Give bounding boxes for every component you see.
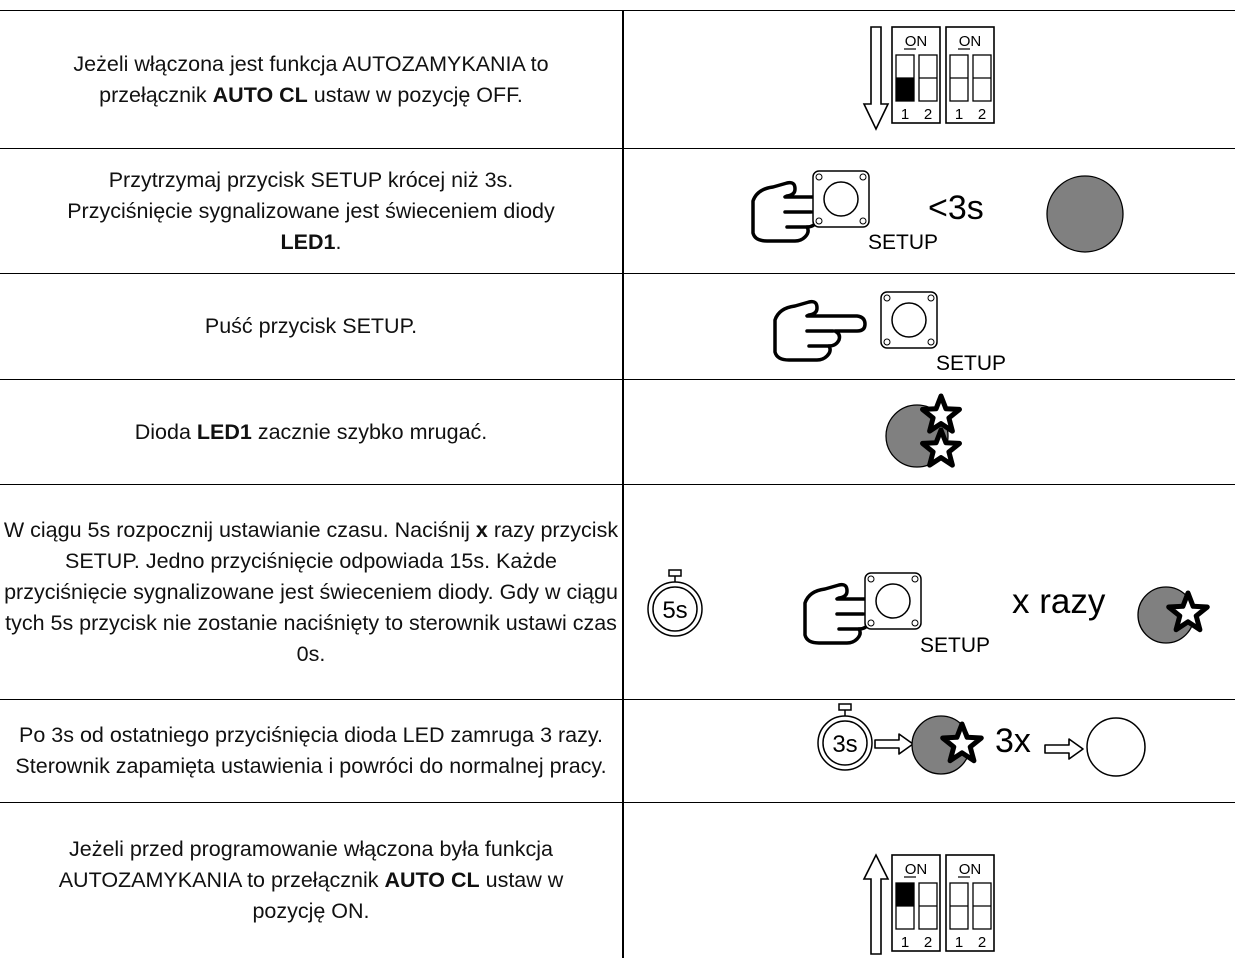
bold-term: AUTO CL bbox=[384, 868, 480, 892]
time-label: <3s bbox=[928, 189, 984, 227]
table-row: Po 3s od ostatniego przyciśnięcia dioda … bbox=[0, 699, 1235, 802]
led-off-icon bbox=[1086, 717, 1146, 777]
table-row: Przytrzymaj przycisk SETUP krócej niż 3s… bbox=[0, 148, 1235, 273]
table-row: Jeżeli włączona jest funkcja AUTOZAMYKAN… bbox=[0, 10, 1235, 148]
bold-term: AUTO CL bbox=[212, 82, 308, 107]
star-icon bbox=[920, 427, 962, 468]
instruction-text: Przytrzymaj przycisk SETUP krócej niż 3s… bbox=[0, 149, 622, 273]
instruction-text: W ciągu 5s rozpocznij ustawianie czasu. … bbox=[0, 485, 622, 699]
switch-on-label: ON bbox=[905, 861, 928, 878]
text-part: . bbox=[335, 229, 342, 254]
arrow-right-icon bbox=[874, 733, 914, 755]
switch-number: 1 bbox=[955, 106, 963, 123]
switch-number: 2 bbox=[924, 934, 932, 951]
text-part: ustaw w pozycję OFF. bbox=[307, 82, 523, 107]
column-divider bbox=[622, 10, 624, 958]
text-part: ustaw w pozycję ON. bbox=[252, 868, 564, 923]
illustration-svg: ON 1 2 ON bbox=[862, 26, 995, 131]
stopwatch-icon: 3s bbox=[817, 703, 873, 771]
table-row: W ciągu 5s rozpocznij ustawianie czasu. … bbox=[0, 484, 1235, 699]
illustration: SETUP <3s bbox=[623, 149, 1235, 273]
times-label: x razy bbox=[1012, 582, 1106, 621]
arrow-up-icon bbox=[862, 853, 890, 955]
setup-button-icon bbox=[812, 170, 870, 228]
instruction-table: Jeżeli włączona jest funkcja AUTOZAMYKAN… bbox=[0, 10, 1235, 958]
text-part: Puść przycisk SETUP. bbox=[204, 314, 418, 338]
bold-term: LED1 bbox=[280, 229, 336, 254]
text-part: W ciągu 5s rozpocznij ustawianie czasu. … bbox=[3, 517, 476, 542]
illustration-svg bbox=[885, 393, 962, 468]
illustration bbox=[623, 380, 1235, 484]
count-label: 3x bbox=[995, 722, 1031, 760]
dip-switch-icon: ON 1 2 bbox=[891, 26, 941, 124]
text-part: Jeżeli włączona jest funkcja AUTOZAMYKAN… bbox=[73, 51, 549, 107]
text-part: Przytrzymaj przycisk SETUP krócej niż 3s… bbox=[67, 167, 555, 223]
setup-label: SETUP bbox=[936, 352, 1006, 375]
switch-number: 2 bbox=[978, 106, 986, 123]
illustration: 5s SETUP x razy bbox=[623, 485, 1235, 699]
led-on-icon bbox=[1046, 175, 1124, 253]
instruction-text: Jeżeli włączona jest funkcja AUTOZAMYKAN… bbox=[0, 11, 622, 148]
arrow-down-icon bbox=[862, 26, 890, 131]
instruction-text: Dioda LED1 zacznie szybko mrugać. bbox=[0, 380, 622, 484]
instruction-text: Puść przycisk SETUP. bbox=[0, 274, 622, 379]
dip-switch-icon: ON 1 2 bbox=[945, 26, 995, 124]
illustration-svg: SETUP <3s bbox=[751, 170, 1124, 254]
hand-icon bbox=[773, 299, 867, 362]
illustration-svg: SETUP bbox=[773, 291, 1006, 375]
illustration: SETUP bbox=[623, 274, 1235, 379]
bold-term: LED1 bbox=[196, 419, 252, 444]
switch-number: 2 bbox=[924, 106, 932, 123]
switch-on-label: ON bbox=[959, 861, 982, 878]
illustration: ON 1 2 ON bbox=[623, 803, 1235, 958]
dip-switch-icon: ON 1 2 bbox=[891, 854, 941, 952]
timer-label: 3s bbox=[832, 731, 857, 758]
text-part: zacznie szybko mrugać. bbox=[251, 419, 488, 444]
star-icon bbox=[920, 393, 962, 434]
switch-number: 1 bbox=[955, 934, 963, 951]
star-icon bbox=[1166, 590, 1210, 633]
table-row: Jeżeli przed programowanie włączona była… bbox=[0, 802, 1235, 958]
illustration: ON 1 2 ON bbox=[623, 11, 1235, 148]
dip-switch-icon: ON 1 2 bbox=[945, 854, 995, 952]
instruction-text: Jeżeli przed programowanie włączona była… bbox=[0, 803, 622, 958]
text-part: Jeżeli przed programowanie włączona była… bbox=[58, 837, 553, 892]
switch-on-label: ON bbox=[905, 33, 928, 50]
setup-label: SETUP bbox=[920, 634, 990, 657]
switch-number: 1 bbox=[901, 106, 909, 123]
table-row: Puść przycisk SETUP. SETUP bbox=[0, 273, 1235, 379]
illustration-svg: 3s 3x bbox=[817, 703, 1146, 777]
timer-label: 5s bbox=[662, 597, 687, 624]
arrow-right-icon bbox=[1044, 738, 1084, 760]
illustration: 3s 3x bbox=[623, 700, 1235, 802]
text-part: Po 3s od ostatniego przyciśnięcia dioda … bbox=[15, 723, 607, 778]
text-part: razy przycisk SETUP. Jedno przyciśnięcie… bbox=[4, 517, 619, 666]
star-icon bbox=[940, 721, 984, 764]
illustration-svg: 5s SETUP x razy bbox=[647, 569, 1210, 657]
text-part: Dioda bbox=[134, 419, 197, 444]
switch-on-label: ON bbox=[959, 33, 982, 50]
bold-term: x bbox=[475, 517, 488, 542]
setup-button-icon bbox=[880, 291, 938, 349]
illustration-svg: ON 1 2 ON bbox=[862, 853, 995, 955]
instruction-text: Po 3s od ostatniego przyciśnięcia dioda … bbox=[0, 700, 622, 802]
stopwatch-icon: 5s bbox=[647, 569, 703, 637]
setup-label: SETUP bbox=[868, 231, 938, 254]
switch-number: 1 bbox=[901, 934, 909, 951]
switch-number: 2 bbox=[978, 934, 986, 951]
table-row: Dioda LED1 zacznie szybko mrugać. bbox=[0, 379, 1235, 484]
setup-button-icon bbox=[864, 572, 922, 630]
